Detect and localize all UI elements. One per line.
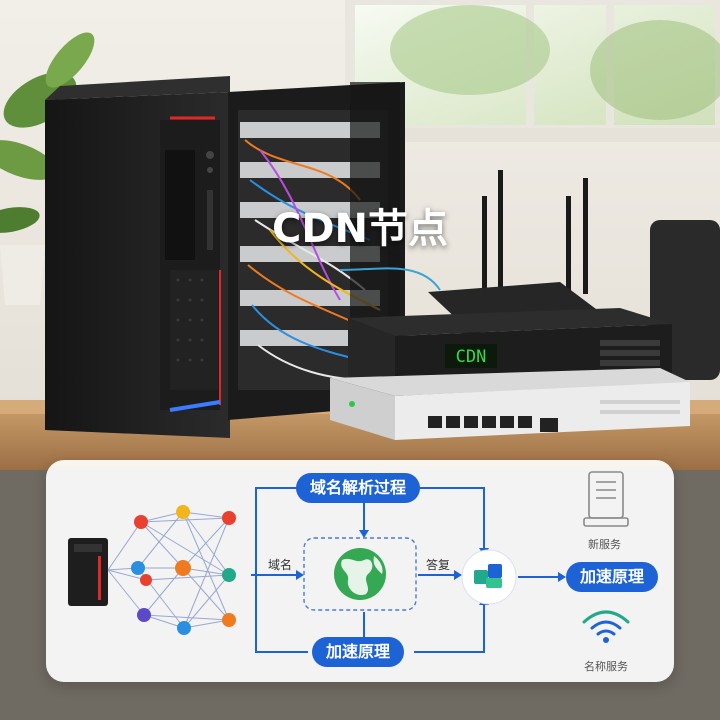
flow-lines — [251, 487, 558, 653]
overlay-title: CDN节点 — [271, 206, 449, 252]
wifi-icon — [582, 610, 630, 643]
edge-label-left: 域名 — [268, 558, 293, 572]
pill-top-dns: 域名解析过程 — [296, 473, 421, 503]
globe-icon — [334, 548, 386, 600]
pill-right-accel: 加速原理 — [566, 562, 659, 592]
server-icon — [68, 538, 108, 606]
diagram-panel: 域名解析过程 加速原理 加速原理 域名 答复 新服务 名称服务 — [46, 460, 674, 682]
server-doc-icon — [583, 471, 629, 527]
wifi-caption: 名称服务 — [584, 660, 628, 673]
globe-box — [303, 537, 417, 611]
diagram-svg — [68, 471, 630, 653]
window — [340, 0, 720, 142]
cdn-cloud-icon — [461, 549, 517, 605]
server-doc-caption: 新服务 — [588, 538, 621, 551]
network-edges — [107, 511, 230, 629]
switch-display-text: CDN — [456, 347, 487, 367]
network-nodes — [131, 505, 236, 635]
server-tower — [45, 76, 230, 438]
white-switch — [330, 368, 690, 440]
potted-plant — [0, 32, 95, 305]
pill-bottom-accel: 加速原理 — [312, 637, 405, 667]
edge-label-right: 答复 — [426, 558, 451, 572]
network-cable — [339, 267, 441, 291]
